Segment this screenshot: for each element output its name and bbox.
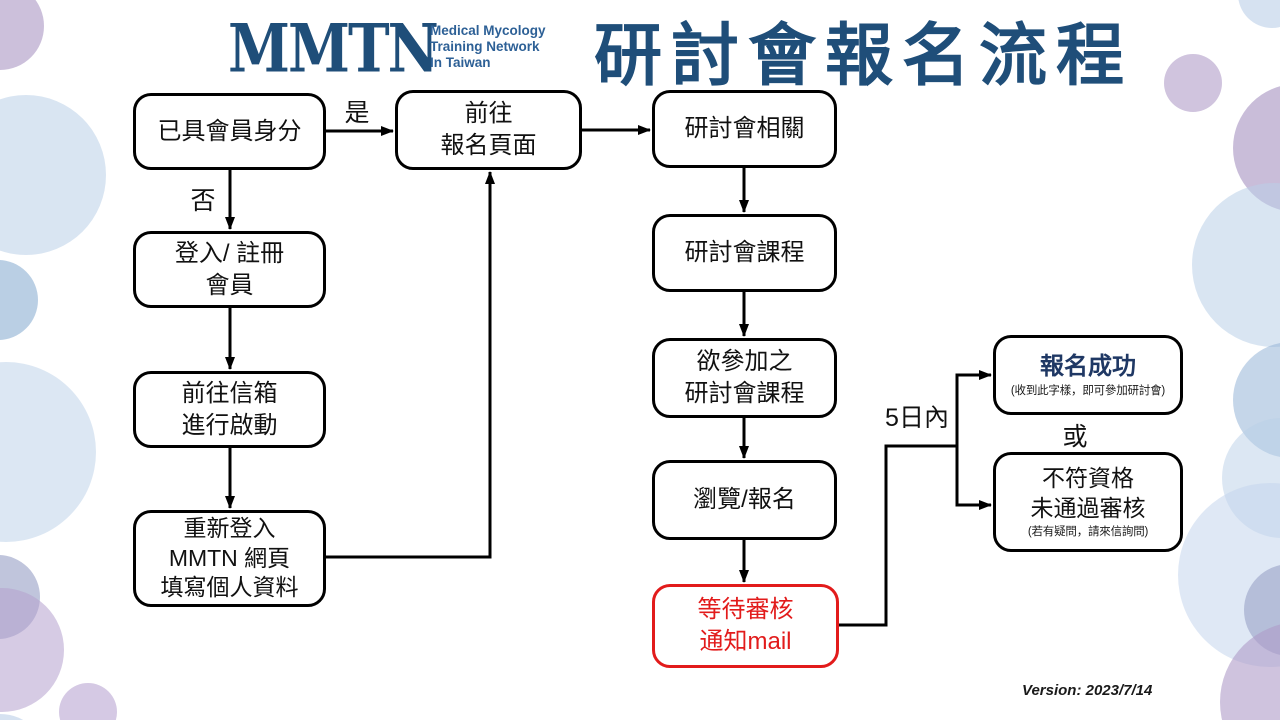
logo-subtitle-line: Medical Mycology (430, 23, 546, 38)
node-line: 等待審核 (697, 596, 794, 624)
node-relogin-fill-profile: 重新登入 MMTN 網頁 填寫個人資料 (133, 510, 326, 607)
node-line: MMTN 網頁 (168, 544, 291, 571)
node-line: 前往 (464, 100, 513, 128)
node-line: 未通過審核 (1030, 495, 1146, 522)
arrow-branch-to-rejected (955, 446, 992, 510)
node-line: 研討會課程 (684, 380, 805, 407)
decorative-circle (1238, 0, 1280, 28)
node-line: 研討會相關 (684, 115, 805, 143)
node-browse-register: 瀏覽/報名 (652, 460, 837, 540)
mmtn-logo: MMTN (228, 10, 439, 88)
node-line: 填寫個人資料 (160, 574, 299, 601)
edge-label-yes: 是 (344, 99, 370, 127)
logo-subtitle-line: Training Network (430, 39, 540, 55)
node-line: 進行啟動 (181, 411, 278, 439)
decorative-circle (1233, 84, 1280, 212)
decorative-circle (1220, 622, 1280, 720)
decorative-circle (0, 95, 106, 255)
node-goto-registration: 前往 報名頁面 (395, 90, 582, 170)
node-seminar-related: 研討會相關 (652, 90, 837, 168)
node-login-register: 登入/ 註冊 會員 (133, 231, 326, 308)
decorative-circle (59, 683, 117, 720)
decorative-circle (1222, 418, 1280, 538)
node-not-qualified: 不符資格 未通過審核 (若有疑問，請來信詢問) (993, 452, 1183, 552)
node-seminar-courses: 研討會課程 (652, 214, 837, 292)
decorative-circle (1233, 342, 1280, 458)
decorative-circle (1178, 483, 1280, 667)
node-has-membership: 已具會員身分 (133, 93, 326, 170)
logo-subtitle-line: In Taiwan (430, 55, 491, 71)
page-title: 研討會報名流程 (594, 18, 1134, 94)
node-success-note: (收到此字樣，即可參加研討會) (1010, 384, 1166, 397)
node-line: 欲參加之 (696, 348, 793, 376)
node-line: 前往信箱 (181, 379, 278, 407)
decorative-circle (0, 260, 38, 340)
node-line: 已具會員身分 (157, 117, 302, 145)
arrow-relogin-to-registration (326, 171, 495, 559)
decorative-circle (0, 362, 96, 542)
edge-label-no: 否 (190, 187, 216, 215)
node-desired-seminar-courses: 欲參加之 研討會課程 (652, 338, 837, 418)
node-mailbox-activation: 前往信箱 進行啟動 (133, 371, 326, 448)
node-line: 登入/ 註冊 (174, 239, 285, 267)
arrow-branch-to-success (955, 370, 992, 446)
node-line: 重新登入 (183, 514, 276, 541)
node-registration-success: 報名成功 (收到此字樣，即可參加研討會) (993, 335, 1183, 415)
node-line: 瀏覽/報名 (693, 486, 796, 514)
node-line: 通知mail (699, 628, 792, 655)
node-wait-review-mail: 等待審核 通知mail (652, 584, 839, 668)
version-stamp: Version: 2023/7/14 (1022, 682, 1153, 699)
node-line: 研討會課程 (684, 239, 805, 267)
node-line: 會員 (205, 271, 254, 299)
node-rejected-note: (若有疑問，請來信詢問) (1027, 525, 1149, 538)
connector-wait-to-branch (839, 444, 957, 627)
decorative-circle (0, 555, 40, 639)
node-line: 不符資格 (1042, 465, 1134, 492)
decorative-circle (1244, 564, 1280, 656)
node-line: 報名頁面 (440, 132, 537, 159)
mmtn-logo-subtitle: Medical Mycology Training Network In Tai… (430, 23, 546, 72)
decorative-circle (0, 714, 48, 720)
decorative-circle (0, 588, 64, 712)
decorative-circle (1192, 183, 1280, 347)
node-success-title: 報名成功 (1040, 353, 1136, 381)
edge-label-or: 或 (1062, 423, 1088, 451)
decorative-circle (0, 0, 44, 70)
edge-label-within-five-days: 5日內 (885, 404, 949, 432)
